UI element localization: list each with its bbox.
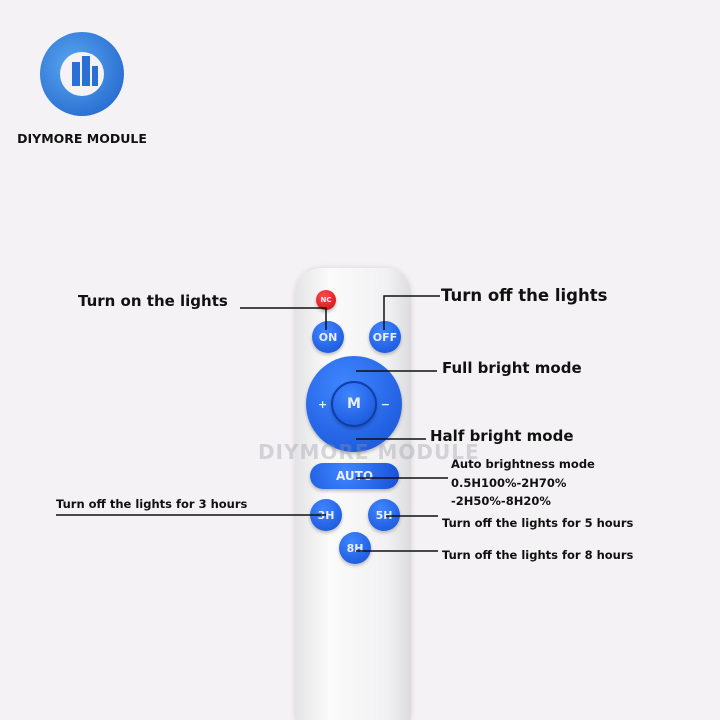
label-full-bright: Full bright mode [442,359,582,377]
label-auto-line1: 0.5H100%-2H70% [451,476,567,490]
label-auto-title: Auto brightness mode [451,457,595,471]
label-3h: Turn off the lights for 3 hours [56,497,248,511]
label-turn-off: Turn off the lights [441,286,608,305]
logo-bar [92,66,98,86]
on-button[interactable]: ON [312,321,344,353]
minus-button[interactable]: − [380,397,390,411]
plus-button[interactable]: + [318,397,328,411]
callout-on [240,307,327,330]
label-auto-line2: -2H50%-8H20% [451,494,551,508]
m-button[interactable]: M [331,381,377,427]
nc-indicator: NC [316,290,336,310]
callout-off [383,295,440,330]
brand-name: DIYMORE MODULE [17,131,147,146]
8h-button[interactable]: 8H [339,532,371,564]
off-button[interactable]: OFF [369,321,401,353]
watermark: DIYMORE MODULE [258,440,480,464]
label-5h: Turn off the lights for 5 hours [442,516,634,530]
label-turn-on: Turn on the lights [78,292,228,310]
label-half-bright: Half bright mode [430,427,574,445]
logo-bar [82,56,90,86]
logo-bar [72,62,80,86]
5h-button[interactable]: 5H [368,499,400,531]
label-8h: Turn off the lights for 8 hours [442,548,634,562]
auto-button[interactable]: AUTO [310,463,399,489]
